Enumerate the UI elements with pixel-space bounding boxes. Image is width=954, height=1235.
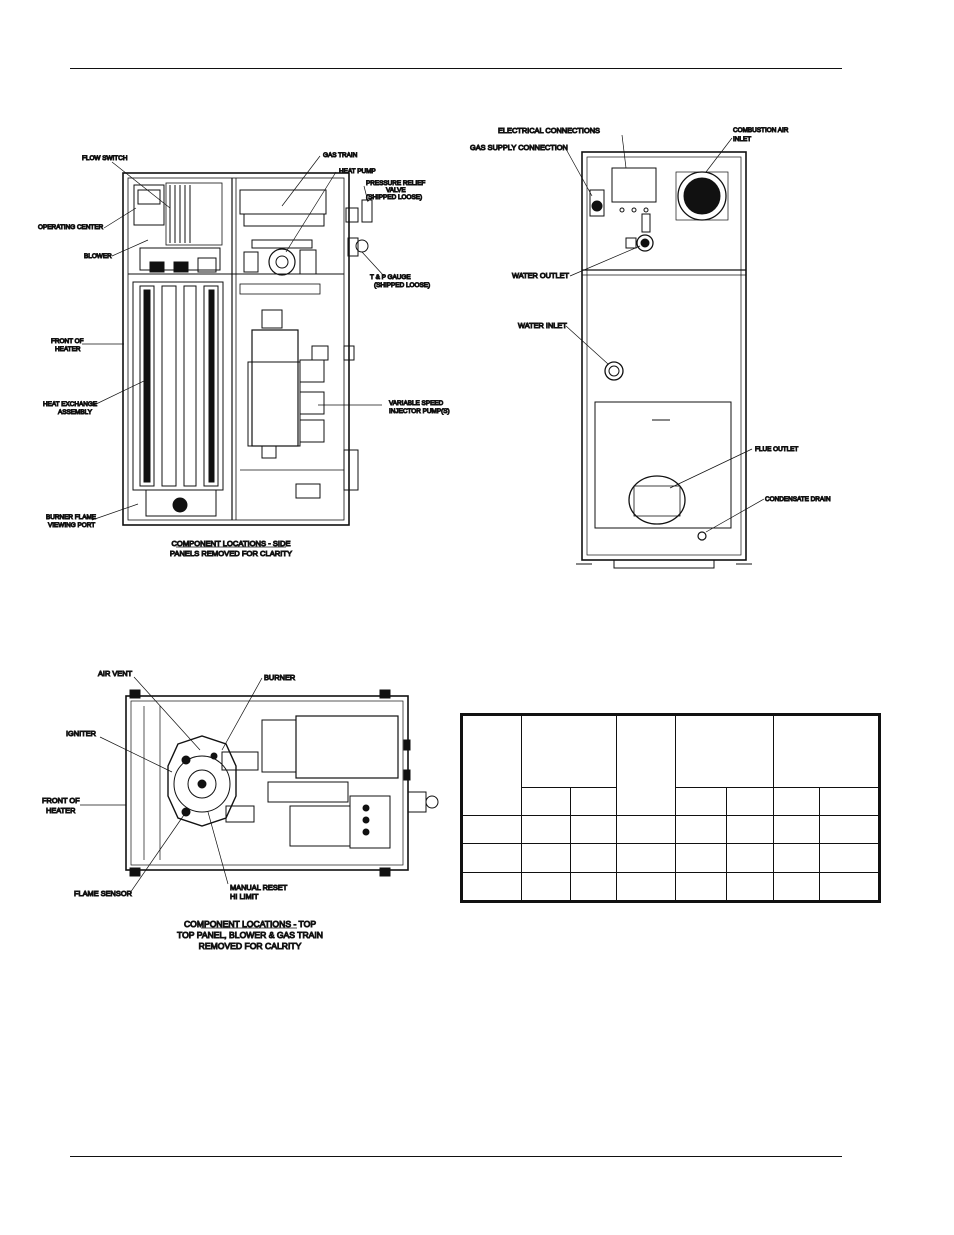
label-condensate-drain: CONDENSATE DRAIN: [765, 496, 831, 503]
label-heat-pump: HEAT PUMP: [339, 168, 376, 175]
side-caption-2: PANELS REMOVED FOR CLARITY: [170, 549, 292, 558]
label-flue-outlet: FLUE OUTLET: [755, 446, 798, 453]
table-cell: [818, 787, 880, 816]
table-cell: [773, 787, 820, 816]
label-water-outlet: WATER OUTLET: [512, 271, 570, 280]
label-heat-exchange-1: HEAT EXCHANGE: [43, 401, 97, 408]
table-cell: [674, 715, 775, 788]
label-flame-sensor: FLAME SENSOR: [74, 889, 132, 898]
table-cell: [521, 787, 572, 816]
label-heat-exchange-2: ASSEMBLY: [58, 409, 93, 416]
label-manual-reset-2: HI LIMIT: [230, 892, 259, 901]
top-view-drawing: [80, 676, 439, 929]
top-caption-1: COMPONENT LOCATIONS - TOP: [184, 919, 316, 929]
table-cell: [461, 715, 523, 816]
label-electrical: ELECTRICAL CONNECTIONS: [498, 126, 600, 135]
side-caption-1: COMPONENT LOCATIONS - SIDE: [171, 539, 290, 548]
label-combustion-2: INLET: [733, 136, 751, 143]
label-injector-2: INJECTOR PUMP(S): [389, 408, 450, 415]
label-front-of-heater-side-2: HEATER: [55, 346, 81, 353]
table-row: [461, 871, 880, 902]
label-air-vent: AIR VENT: [98, 669, 133, 678]
label-relief-valve-2: VALVE: [386, 187, 406, 194]
table-cell: [726, 787, 775, 816]
table-cell: [615, 715, 676, 816]
table-cell: [521, 715, 617, 788]
label-front-of-heater-top-2: HEATER: [46, 806, 75, 815]
spec-table-grid: [461, 715, 880, 902]
label-blower: BLOWER: [84, 253, 112, 260]
label-manual-reset-1: MANUAL RESET: [230, 883, 288, 892]
label-water-inlet: WATER INLET: [518, 321, 567, 330]
spec-table: [460, 713, 881, 903]
label-gas-train: GAS TRAIN: [323, 152, 358, 159]
table-row: [461, 843, 880, 873]
label-tp-gauge-2: (SHIPPED LOOSE): [374, 282, 430, 289]
label-burner-flame-2: VIEWING PORT: [48, 522, 95, 529]
footer-rule: [70, 1156, 842, 1157]
label-front-of-heater-top-1: FRONT OF: [42, 796, 80, 805]
rear-view-drawing: [565, 134, 765, 569]
label-relief-valve-3: (SHIPPED LOOSE): [366, 194, 422, 201]
label-relief-valve-1: PRESSURE RELIEF: [366, 180, 425, 187]
header-rule: [70, 68, 842, 69]
label-burner-flame-1: BURNER FLAME: [46, 514, 96, 521]
side-view-drawing: [82, 155, 385, 548]
label-operating-center: OPERATING CENTER: [38, 224, 104, 231]
label-flow-switch: FLOW SWITCH: [82, 155, 128, 162]
table-cell: [674, 787, 728, 816]
label-tp-gauge-1: T & P GAUGE: [370, 274, 411, 281]
label-igniter: IGNITER: [66, 729, 96, 738]
label-front-of-heater-side-1: FRONT OF: [51, 338, 84, 345]
label-gas-supply: GAS SUPPLY CONNECTION: [470, 143, 568, 152]
table-cell: [570, 787, 617, 816]
label-injector-1: VARIABLE SPEED: [389, 400, 444, 407]
top-caption-2: TOP PANEL, BLOWER & GAS TRAIN: [177, 930, 323, 940]
label-combustion-1: COMBUSTION AIR: [733, 127, 789, 134]
table-cell: [773, 715, 879, 788]
top-caption-3: REMOVED FOR CALRITY: [199, 941, 302, 951]
table-row: [461, 814, 880, 845]
label-burner: BURNER: [264, 673, 295, 682]
